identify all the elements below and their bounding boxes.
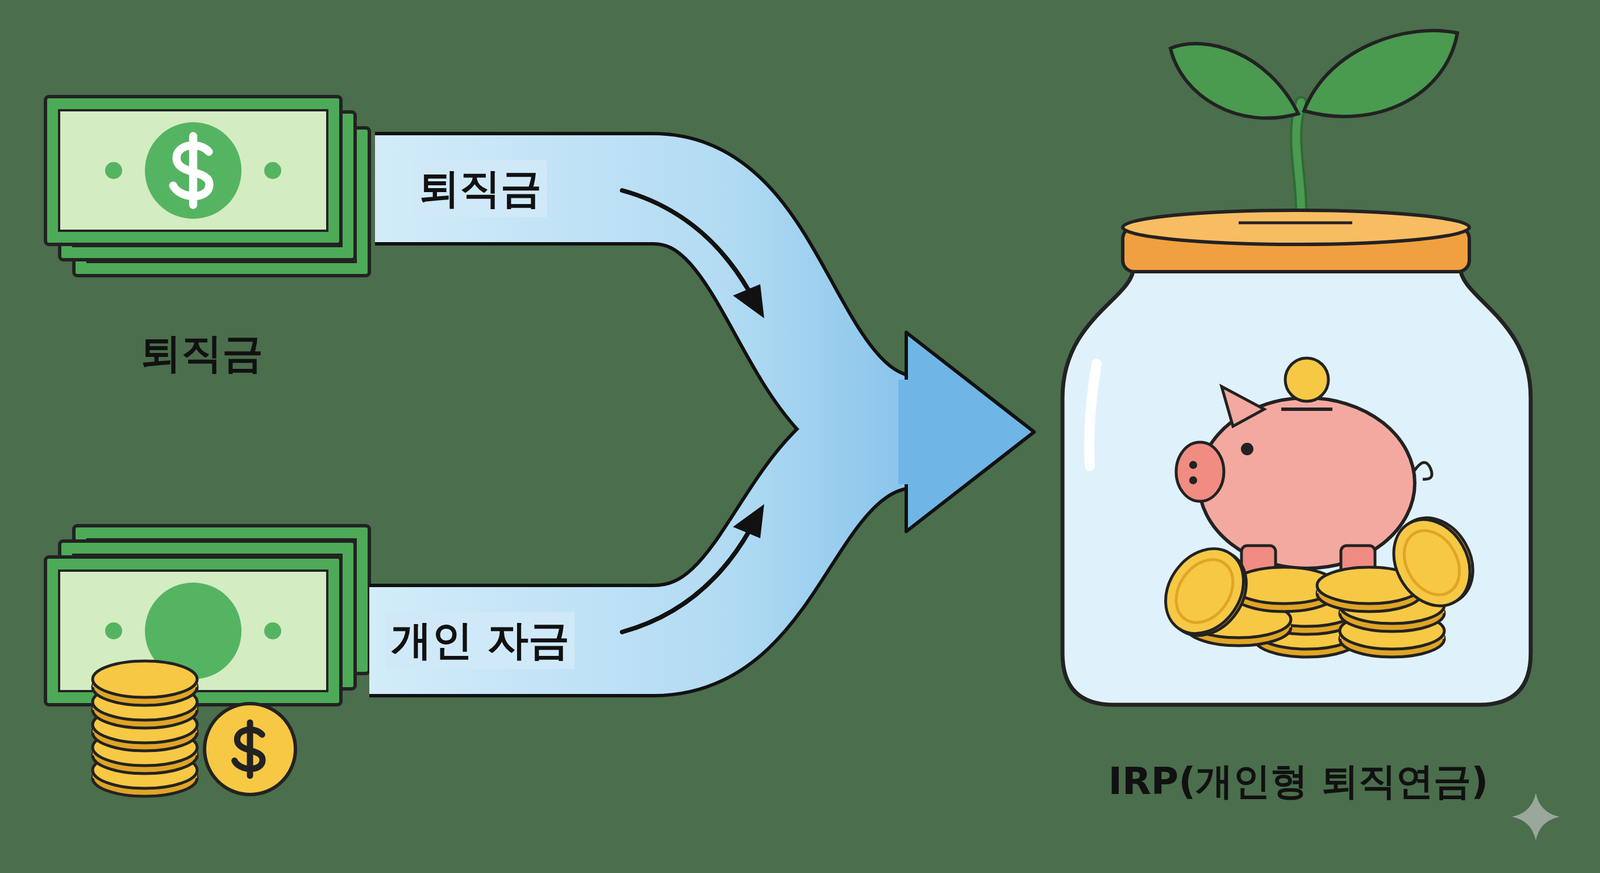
arrow-joint	[898, 379, 912, 485]
flow-band	[375, 188, 921, 432]
node-box	[34, 511, 370, 819]
flow-band	[369, 431, 921, 641]
edge-label: 퇴직금	[413, 160, 548, 218]
sparkle-watermark	[1511, 792, 1560, 841]
arrow-joint	[898, 379, 912, 485]
node-label: IRP(개인형 퇴직연금)	[1045, 755, 1552, 807]
node-box: IRP(개인형 퇴직연금)	[1045, 22, 1552, 807]
arrow-head	[906, 332, 1035, 532]
irp-jar	[1062, 30, 1531, 705]
flow-band-outline	[369, 431, 921, 641]
banknotes-and-coins	[45, 525, 370, 797]
node-box: 퇴직금	[28, 85, 375, 381]
node-label: 퇴직금	[28, 326, 375, 381]
edge-label: 개인 자금	[385, 611, 575, 669]
arrow-head	[906, 332, 1035, 532]
banknote-stack	[45, 96, 370, 276]
flow-band-outline	[375, 188, 921, 432]
